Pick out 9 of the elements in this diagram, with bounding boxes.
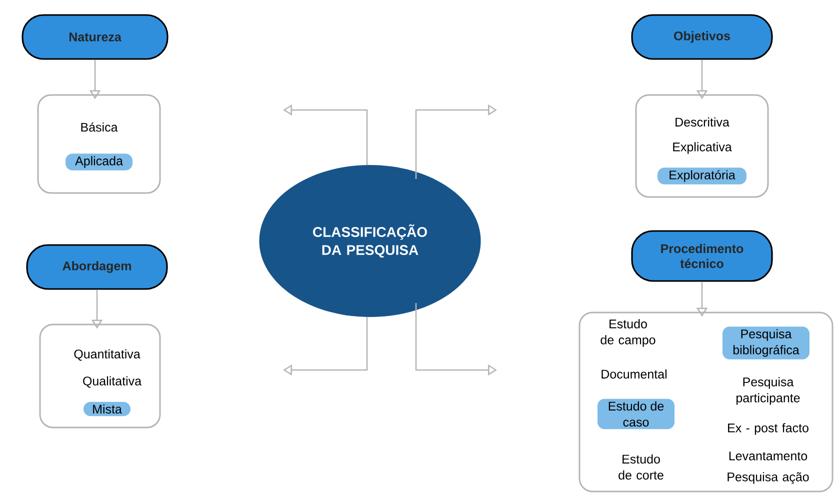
category-pill: Abordagem (26, 244, 168, 290)
highlighted-option: Pesquisa bibliográfica (722, 326, 810, 360)
highlighted-option: Mista (84, 402, 130, 416)
highlighted-option: Exploratória (658, 168, 746, 184)
category-pill: Procedimento técnico (631, 230, 773, 282)
highlighted-option: Estudo de caso (598, 398, 674, 430)
category-pill: Natureza (22, 14, 168, 60)
category-pill: Objetivos (631, 14, 773, 60)
highlighted-option: Aplicada (66, 154, 132, 170)
